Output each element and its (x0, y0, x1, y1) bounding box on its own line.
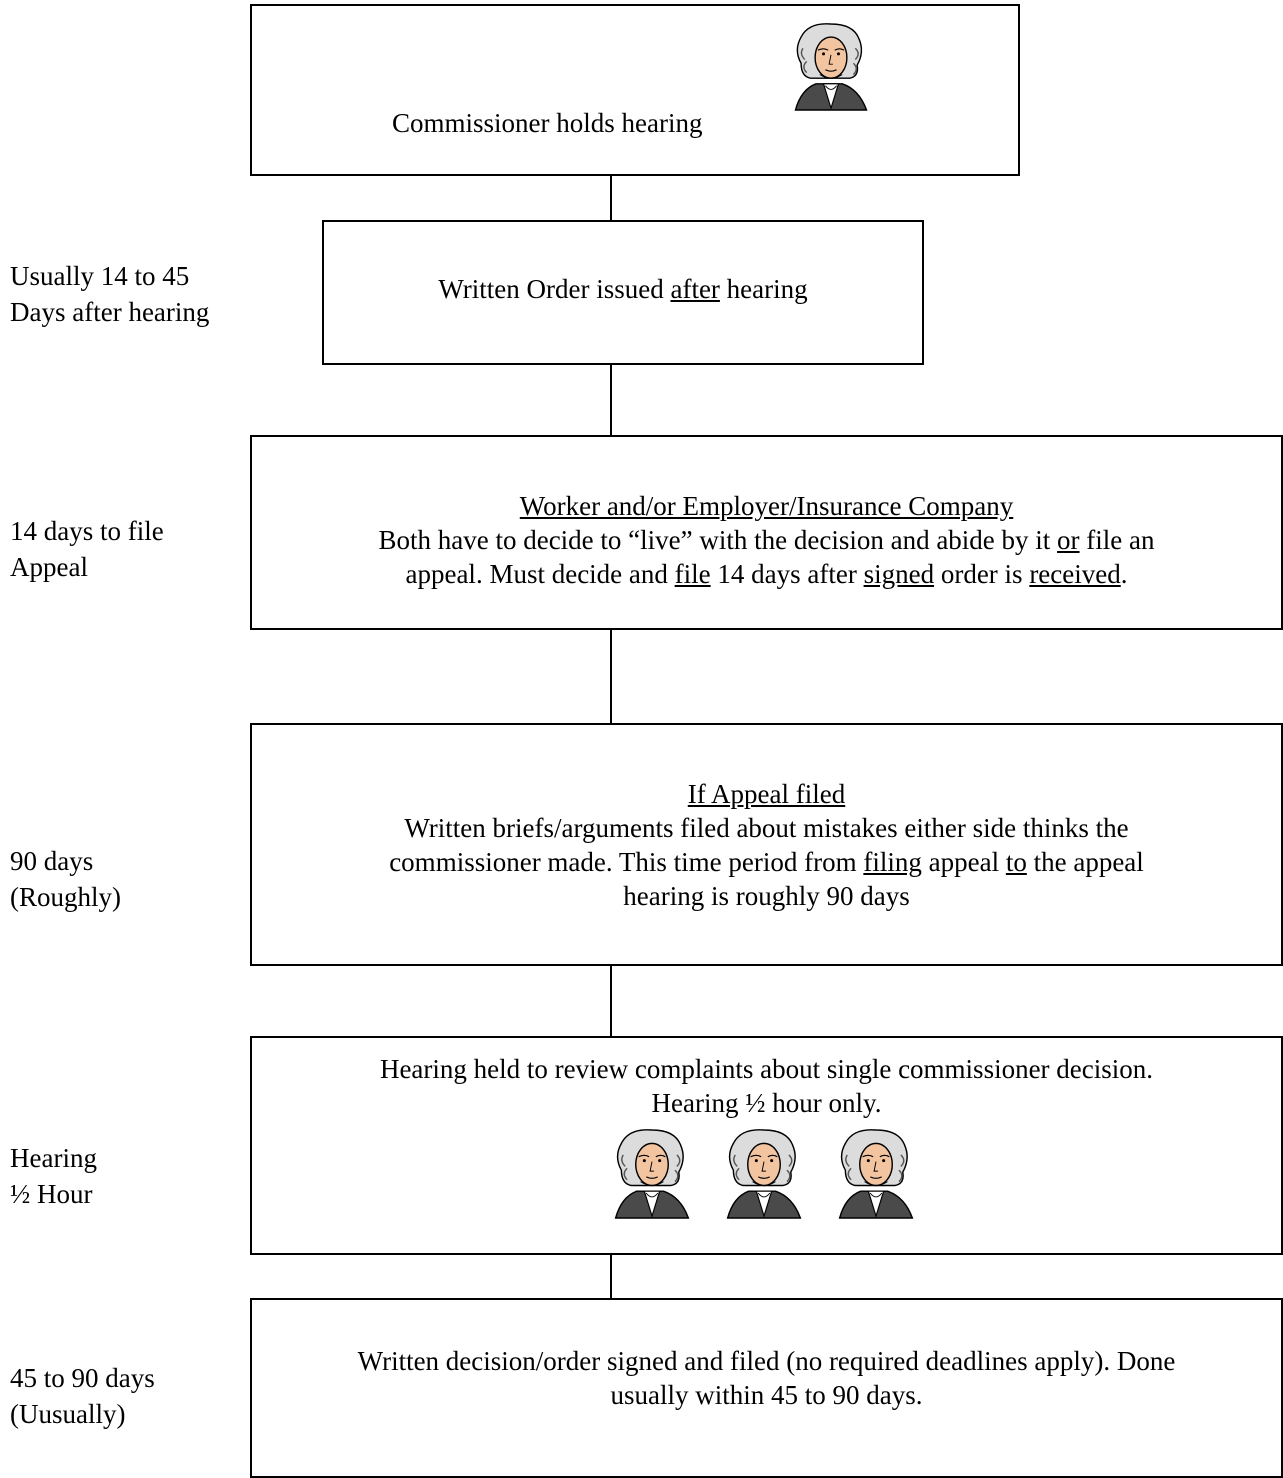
step-box-appeal-filed: If Appeal filed Written briefs/arguments… (250, 723, 1283, 966)
step-text: Commissioner holds hearing (392, 108, 703, 138)
side-label-written-order: Usually 14 to 45 Days after hearing (10, 261, 210, 327)
step-heading: Worker and/or Employer/Insurance Company (519, 491, 1014, 521)
washington-portrait-icon (726, 1129, 802, 1219)
step-text-after: hearing (719, 274, 808, 304)
washington-portrait-icon (614, 1129, 690, 1219)
step-line-1: Hearing held to review complaints about … (379, 1054, 1154, 1084)
side-label-90-days: 90 days (Roughly) (10, 846, 121, 912)
washington-portrait-icon (794, 23, 868, 111)
step-box-decide-appeal: Worker and/or Employer/Insurance Company… (250, 435, 1283, 630)
step-text-underlined: after (670, 274, 720, 304)
connector-5 (610, 1253, 612, 1300)
side-label-file-appeal: 14 days to file Appeal (10, 516, 164, 582)
connector-1 (610, 174, 612, 222)
connector-3 (610, 628, 612, 725)
step-line-3: commissioner made. This time period from… (389, 847, 1144, 877)
step-line-3: appeal. Must decide and file 14 days aft… (405, 559, 1128, 589)
step-line-1: Written decision/order signed and filed … (357, 1346, 1176, 1376)
step-line-2: Both have to decide to “live” with the d… (378, 525, 1155, 555)
step-box-written-order: Written Order issued after hearing (322, 220, 924, 365)
step-line-2: Hearing ½ hour only. (651, 1088, 882, 1118)
step-line-4: hearing is roughly 90 days (623, 881, 910, 911)
side-label-hearing-half-hour: Hearing ½ Hour (10, 1143, 97, 1209)
connector-4 (610, 964, 612, 1038)
step-line-2: usually within 45 to 90 days. (610, 1380, 923, 1410)
step-box-commissioner-hearing: Commissioner holds hearing (250, 4, 1020, 176)
step-line-2: Written briefs/arguments filed about mis… (404, 813, 1129, 843)
washington-portrait-icon (838, 1129, 914, 1219)
step-box-written-decision: Written decision/order signed and filed … (250, 1298, 1283, 1478)
connector-2 (610, 363, 612, 437)
step-heading: If Appeal filed (687, 779, 846, 809)
step-text-before: Written Order issued (438, 274, 671, 304)
step-box-review-hearing: Hearing held to review complaints about … (250, 1036, 1283, 1255)
side-label-45-to-90-days: 45 to 90 days (Uusually) (10, 1363, 155, 1429)
